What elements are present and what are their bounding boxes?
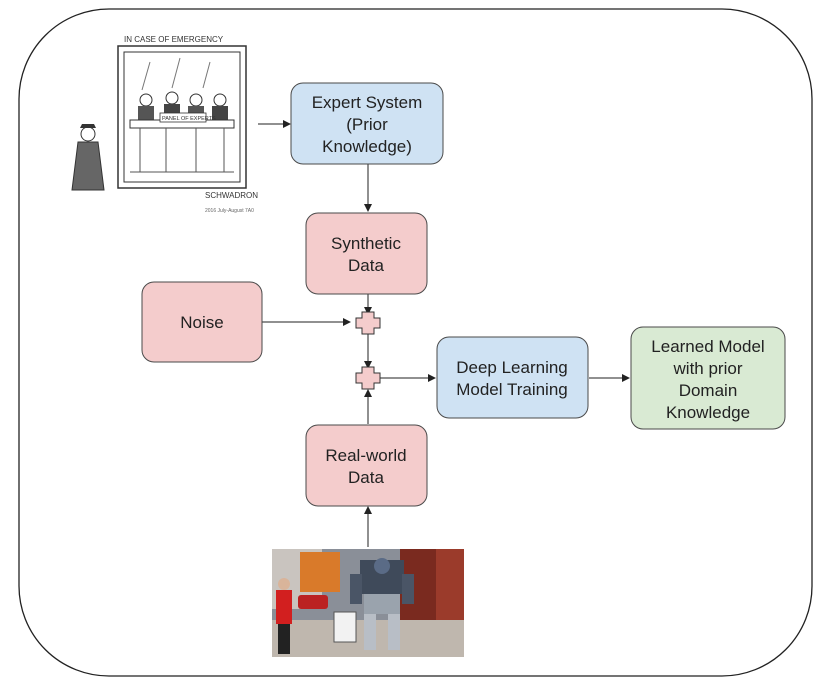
learned-model-line-2: with prior	[673, 359, 743, 378]
learned-model-line-4: Knowledge	[666, 403, 750, 422]
cartoon-signature: SCHWADRON	[205, 191, 258, 200]
plus-operator-bottom-icon	[355, 366, 381, 390]
street-robot-photo-icon	[272, 549, 464, 657]
real-world-data-line-1: Real-world	[325, 446, 406, 465]
node-synthetic-data: Synthetic Data	[305, 212, 428, 295]
node-learned-model: Learned Model with prior Domain Knowledg…	[630, 326, 786, 430]
learned-model-line-1: Learned Model	[651, 337, 764, 356]
real-world-data-line-2: Data	[348, 468, 384, 487]
node-expert-system: Expert System (Prior Knowledge)	[290, 82, 444, 165]
node-deep-learning: Deep Learning Model Training	[436, 336, 589, 419]
plus-operator-top-icon	[355, 311, 381, 335]
noise-label: Noise	[180, 313, 223, 332]
synthetic-data-line-2: Data	[348, 256, 384, 275]
learned-model-line-3: Domain	[679, 381, 738, 400]
cartoon-footer: 2016 July-August 7A0	[205, 208, 254, 214]
cartoon-sign: PANEL OF EXPERTS	[162, 116, 216, 122]
outer-frame	[18, 8, 813, 677]
expert-system-line-1: Expert System	[312, 93, 423, 112]
expert-system-line-2: (Prior	[346, 115, 388, 134]
expert-system-line-3: Knowledge)	[322, 137, 412, 156]
node-real-world-data: Real-world Data	[305, 424, 428, 507]
synthetic-data-line-1: Synthetic	[331, 234, 401, 253]
expert-panel-cartoon-icon: IN CASE OF EMERGENCY PANEL OF EXPERTS SC…	[71, 35, 258, 214]
connectors	[258, 120, 630, 547]
deep-learning-line-2: Model Training	[456, 380, 568, 399]
node-noise: Noise	[141, 281, 263, 363]
deep-learning-line-1: Deep Learning	[456, 358, 568, 377]
cartoon-caption: IN CASE OF EMERGENCY	[124, 35, 224, 44]
